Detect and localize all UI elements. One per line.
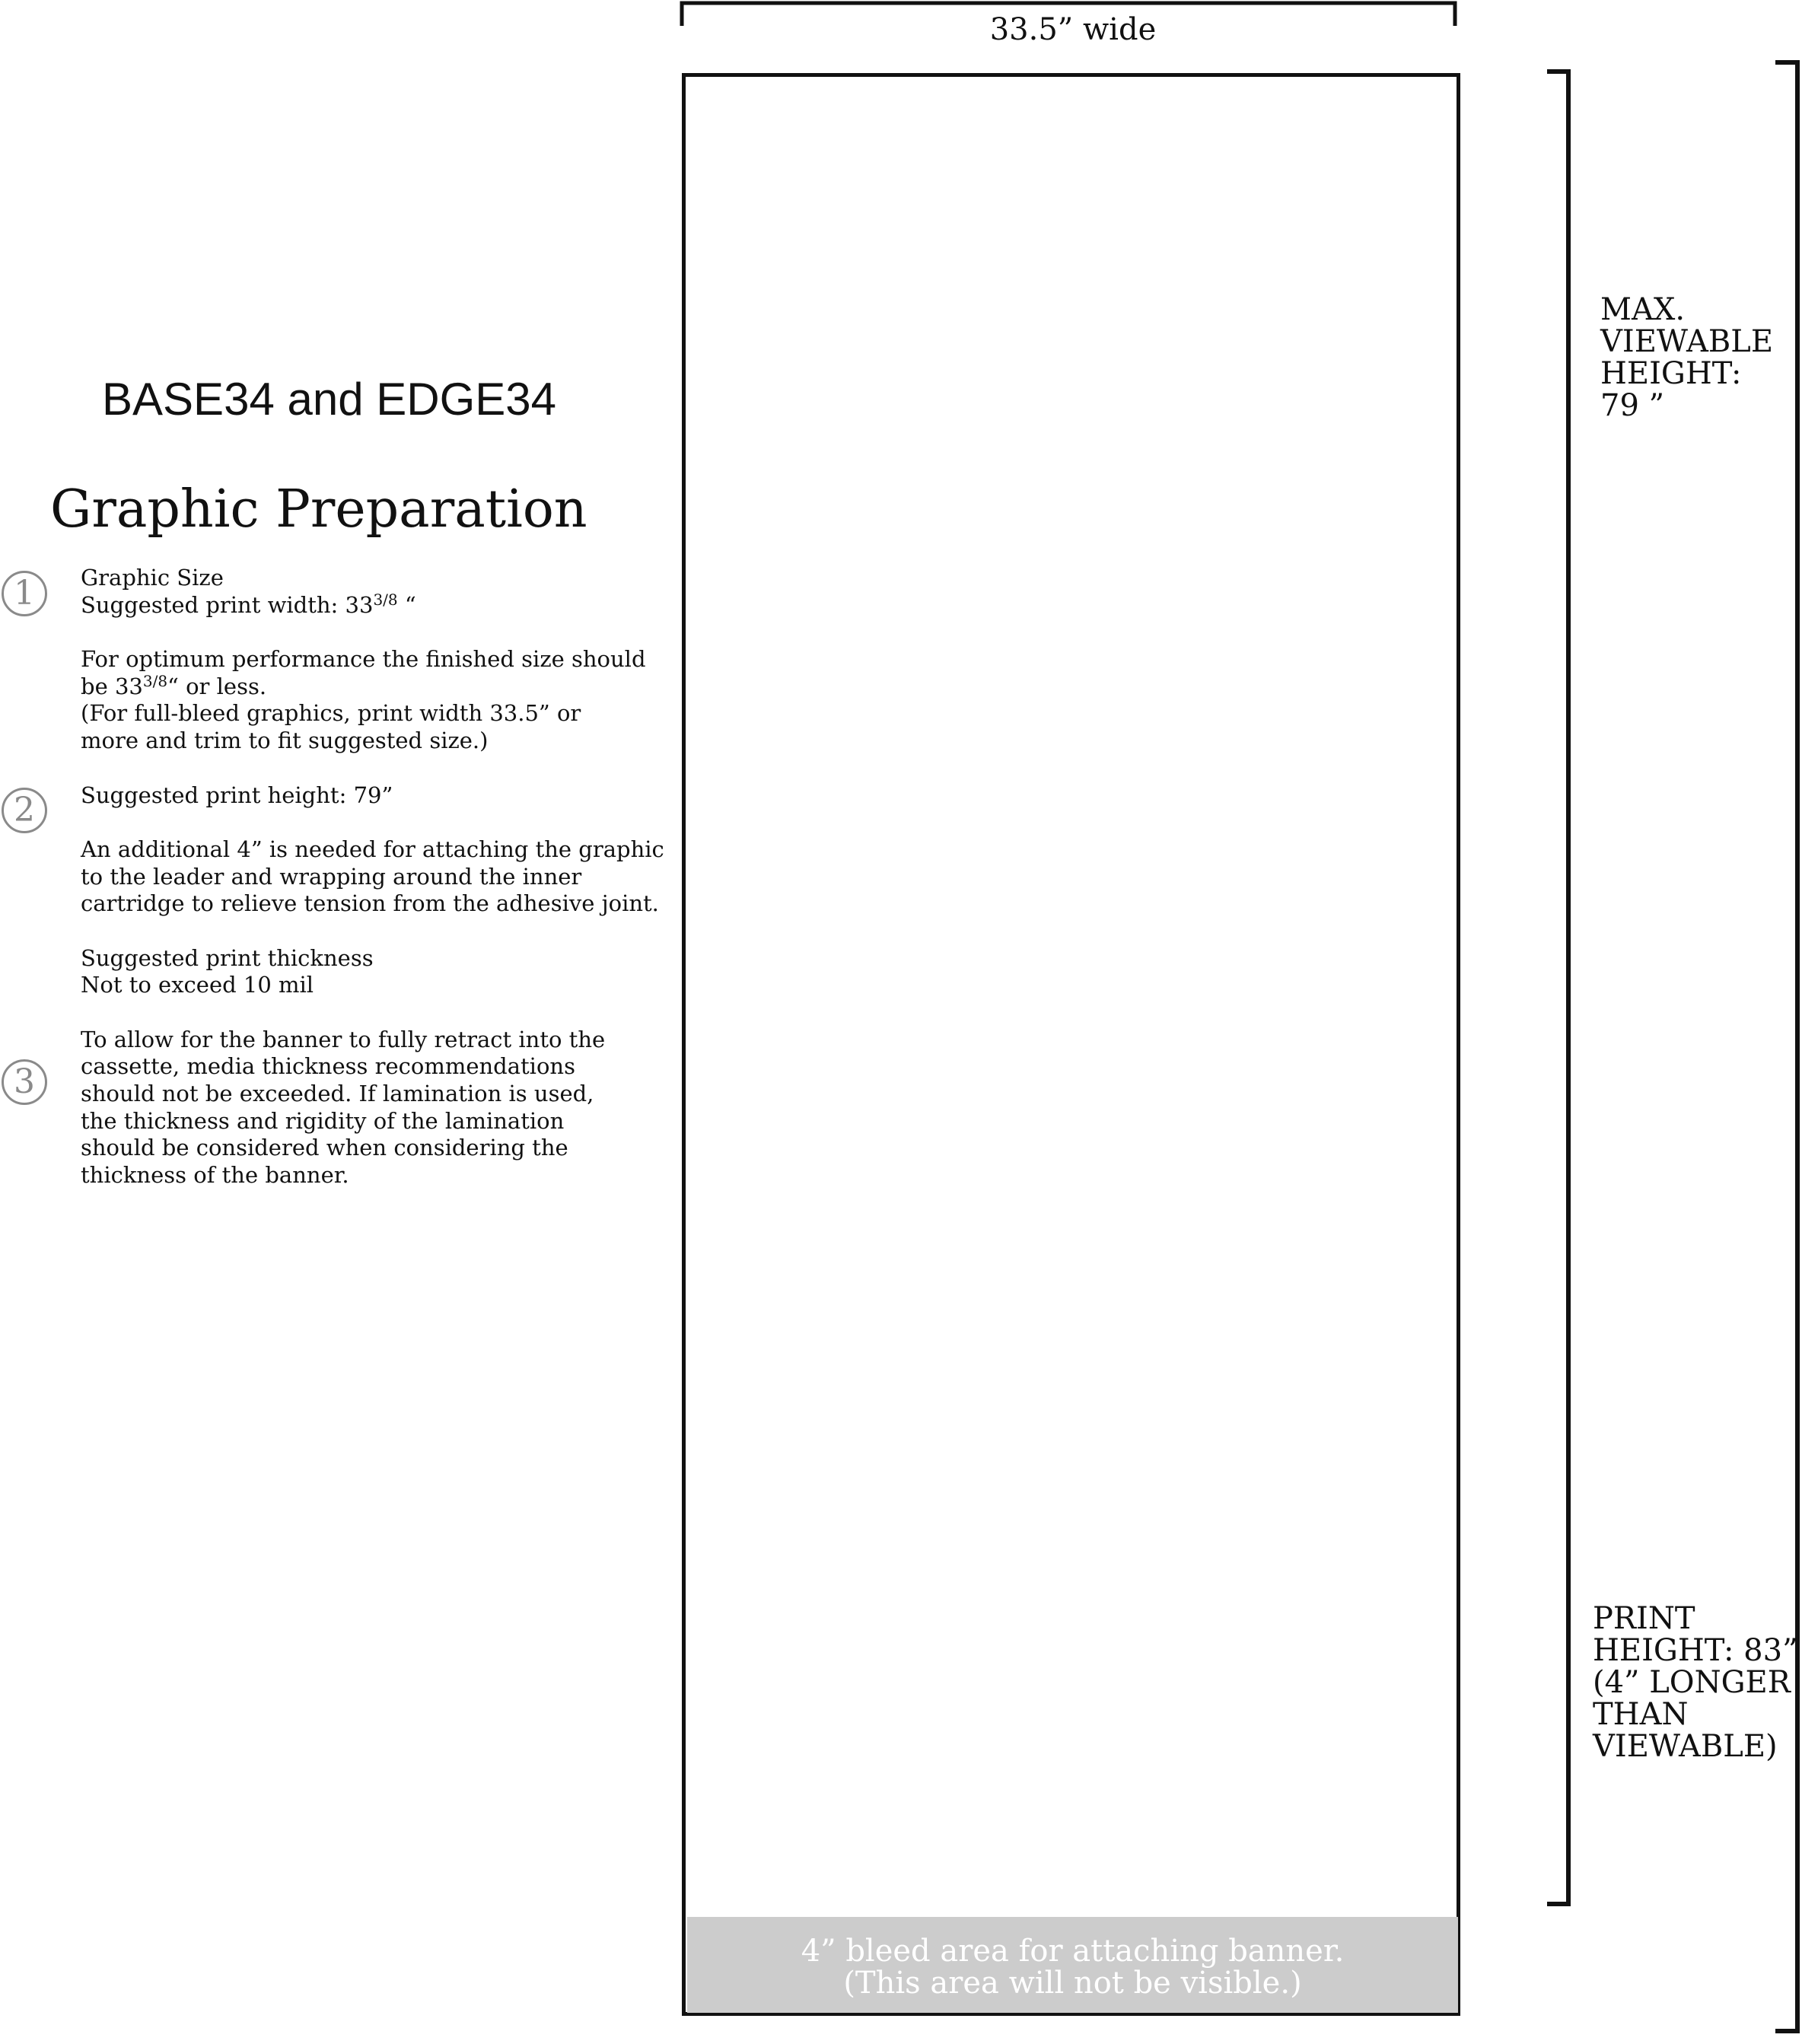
height-note-line: to the leader and wrapping around the in… [81, 863, 582, 890]
suggested-width: Suggested print width: 333/8 “ [81, 592, 682, 619]
width-label: 33.5” wide [989, 12, 1157, 47]
print-height-label-line: VIEWABLE) [1593, 1729, 1778, 1764]
print-height-label-line: (4” LONGER [1593, 1665, 1791, 1700]
product-title: BASE34 and EDGE34 [102, 374, 557, 425]
graphic-size-heading: Graphic Size [81, 565, 224, 591]
optimum-text: be 33 [81, 673, 143, 699]
bleed-area: 4” bleed area for attaching banner. (Thi… [687, 1917, 1458, 2013]
optimum-fraction: 3/8 [142, 671, 168, 690]
step-3-icon: 3 [2, 1059, 47, 1105]
viewable-height-label-line: 79 ” [1600, 388, 1665, 423]
thickness-note-line: should be considered when considering th… [81, 1135, 568, 1161]
print-height-bracket [1775, 60, 1800, 2033]
bleed-area-label-line: (This area will not be visible.) [843, 1966, 1302, 2001]
viewable-height-label-line: VIEWABLE [1600, 324, 1774, 359]
thickness-note-line: should not be exceeded. If lamination is… [81, 1081, 594, 1107]
width-bracket [680, 1, 1457, 26]
banner-print-area [682, 73, 1460, 2016]
optimum-line: (For full-bleed graphics, print width 33… [81, 700, 581, 727]
thickness-note-line: cassette, media thickness recommendation… [81, 1053, 575, 1080]
optimum-line: For optimum performance the finished siz… [81, 646, 646, 673]
suggested-width-fraction: 3/8 [373, 590, 398, 609]
optimum-line: more and trim to fit suggested size.) [81, 727, 489, 754]
thickness-note-line: the thickness and rigidity of the lamina… [81, 1107, 565, 1134]
step-2-icon: 2 [2, 788, 47, 833]
print-height-label-line: HEIGHT: 83” [1593, 1633, 1798, 1668]
suggested-width-suffix: “ [397, 591, 416, 618]
height-note-line: An additional 4” is needed for attaching… [81, 836, 664, 862]
viewable-height-label-line: MAX. [1600, 292, 1686, 327]
print-height-label: PRINT HEIGHT: 83” (4” LONGER THAN VIEWAB… [1593, 1603, 1798, 1762]
optimum-suffix: “ or less. [167, 673, 267, 699]
step-1-icon: 1 [2, 571, 47, 616]
thickness-value: Not to exceed 10 mil [81, 972, 314, 998]
print-height-label-line: THAN [1593, 1697, 1689, 1732]
suggested-height: Suggested print height: 79” [81, 782, 393, 808]
thickness-note-line: thickness of the banner. [81, 1162, 349, 1189]
bleed-area-label-line: 4” bleed area for attaching banner. [801, 1934, 1345, 1969]
suggested-width-text: Suggested print width: 33 [81, 591, 374, 618]
viewable-height-label: MAX. VIEWABLE HEIGHT: 79 ” [1600, 294, 1773, 422]
instructions: Graphic Size Suggested print width: 333/… [81, 565, 682, 1189]
section-title: Graphic Preparation [50, 479, 587, 540]
viewable-height-bracket [1547, 69, 1571, 1906]
height-note-line: cartridge to relieve tension from the ad… [81, 890, 659, 917]
print-height-label-line: PRINT [1593, 1601, 1695, 1636]
thickness-note-line: To allow for the banner to fully retract… [81, 1026, 606, 1052]
thickness-heading: Suggested print thickness [81, 944, 374, 971]
optimum-line: be 333/8“ or less. [81, 673, 682, 701]
viewable-height-label-line: HEIGHT: [1600, 356, 1742, 391]
